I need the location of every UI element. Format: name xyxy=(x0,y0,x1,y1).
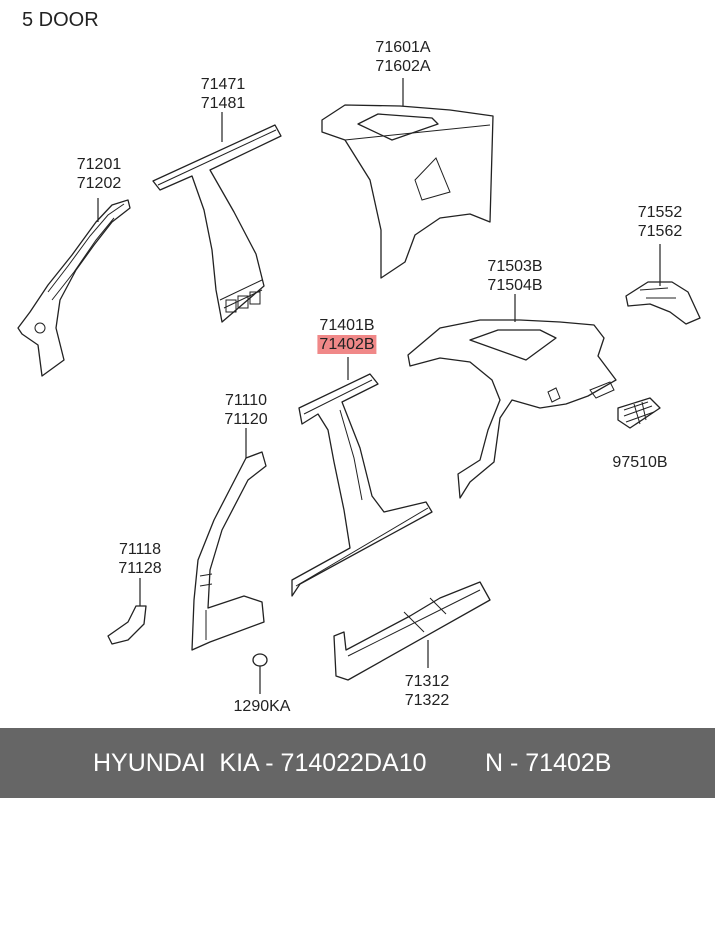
part-sill-71312 xyxy=(333,581,491,681)
part-number: 71322 xyxy=(404,692,450,709)
label-71401b: 71401B 71402B xyxy=(317,316,377,354)
label-71118: 71118 71128 xyxy=(118,540,161,578)
diagram-title: 5 DOOR xyxy=(22,9,99,31)
part-number: 71481 xyxy=(200,95,246,112)
footer-bar: HYUNDAI KIA - 714022DA10 N - 71402B xyxy=(0,728,715,798)
label-71552: 71552 71562 xyxy=(638,203,683,241)
part-number: 71110 xyxy=(224,392,268,409)
part-number: 71401B xyxy=(319,317,375,334)
diagram-drawing xyxy=(17,78,701,694)
part-number: 71312 xyxy=(404,673,450,690)
part-vent-97510 xyxy=(617,397,661,429)
part-b-pillar-71471 xyxy=(152,112,282,323)
part-front-pillar-71110 xyxy=(191,428,267,651)
part-number: 71201 xyxy=(76,156,122,173)
part-number: 71602A xyxy=(375,58,431,75)
label-71110: 71110 71120 xyxy=(224,391,267,429)
part-number: 71601A xyxy=(375,39,431,56)
part-number: 71118 xyxy=(118,541,162,558)
part-number: 71562 xyxy=(637,223,683,240)
part-number: 71552 xyxy=(637,204,683,221)
part-number: 71120 xyxy=(224,411,268,428)
label-97510b: 97510B xyxy=(612,453,667,472)
part-number: 71504B xyxy=(487,277,543,294)
label-1290ka: 1290KA xyxy=(234,697,291,716)
part-bracket-71118 xyxy=(107,578,147,645)
label-71601a: 71601A 71602A xyxy=(375,38,430,76)
parts-diagram: 5 DOOR 71601A 71602A 71471 71481 71201 7… xyxy=(17,9,701,716)
part-bracket-71552 xyxy=(625,244,701,325)
part-number: 1290KA xyxy=(233,698,291,715)
label-71201: 71201 71202 xyxy=(77,155,122,193)
part-center-pillar-71401 xyxy=(291,357,433,597)
label-71312: 71312 71322 xyxy=(405,672,450,710)
part-number: 71202 xyxy=(76,175,122,192)
part-plug-1290 xyxy=(252,653,268,694)
highlighted-part-number: 71402B xyxy=(317,335,377,354)
part-number: 97510B xyxy=(612,454,668,471)
part-quarter-panel-71503 xyxy=(407,294,617,499)
label-71471: 71471 71481 xyxy=(201,75,246,113)
footer-brand-part: HYUNDAI KIA - 714022DA10 xyxy=(93,749,427,777)
part-number: 71471 xyxy=(200,76,246,93)
footer-part-number: N - 71402B xyxy=(485,749,612,777)
part-number: 71503B xyxy=(487,258,543,275)
part-number: 71128 xyxy=(118,560,162,577)
part-rear-inner-71601 xyxy=(321,78,494,279)
label-71503b: 71503B 71504B xyxy=(487,257,542,295)
part-a-pillar-71201 xyxy=(17,198,131,377)
